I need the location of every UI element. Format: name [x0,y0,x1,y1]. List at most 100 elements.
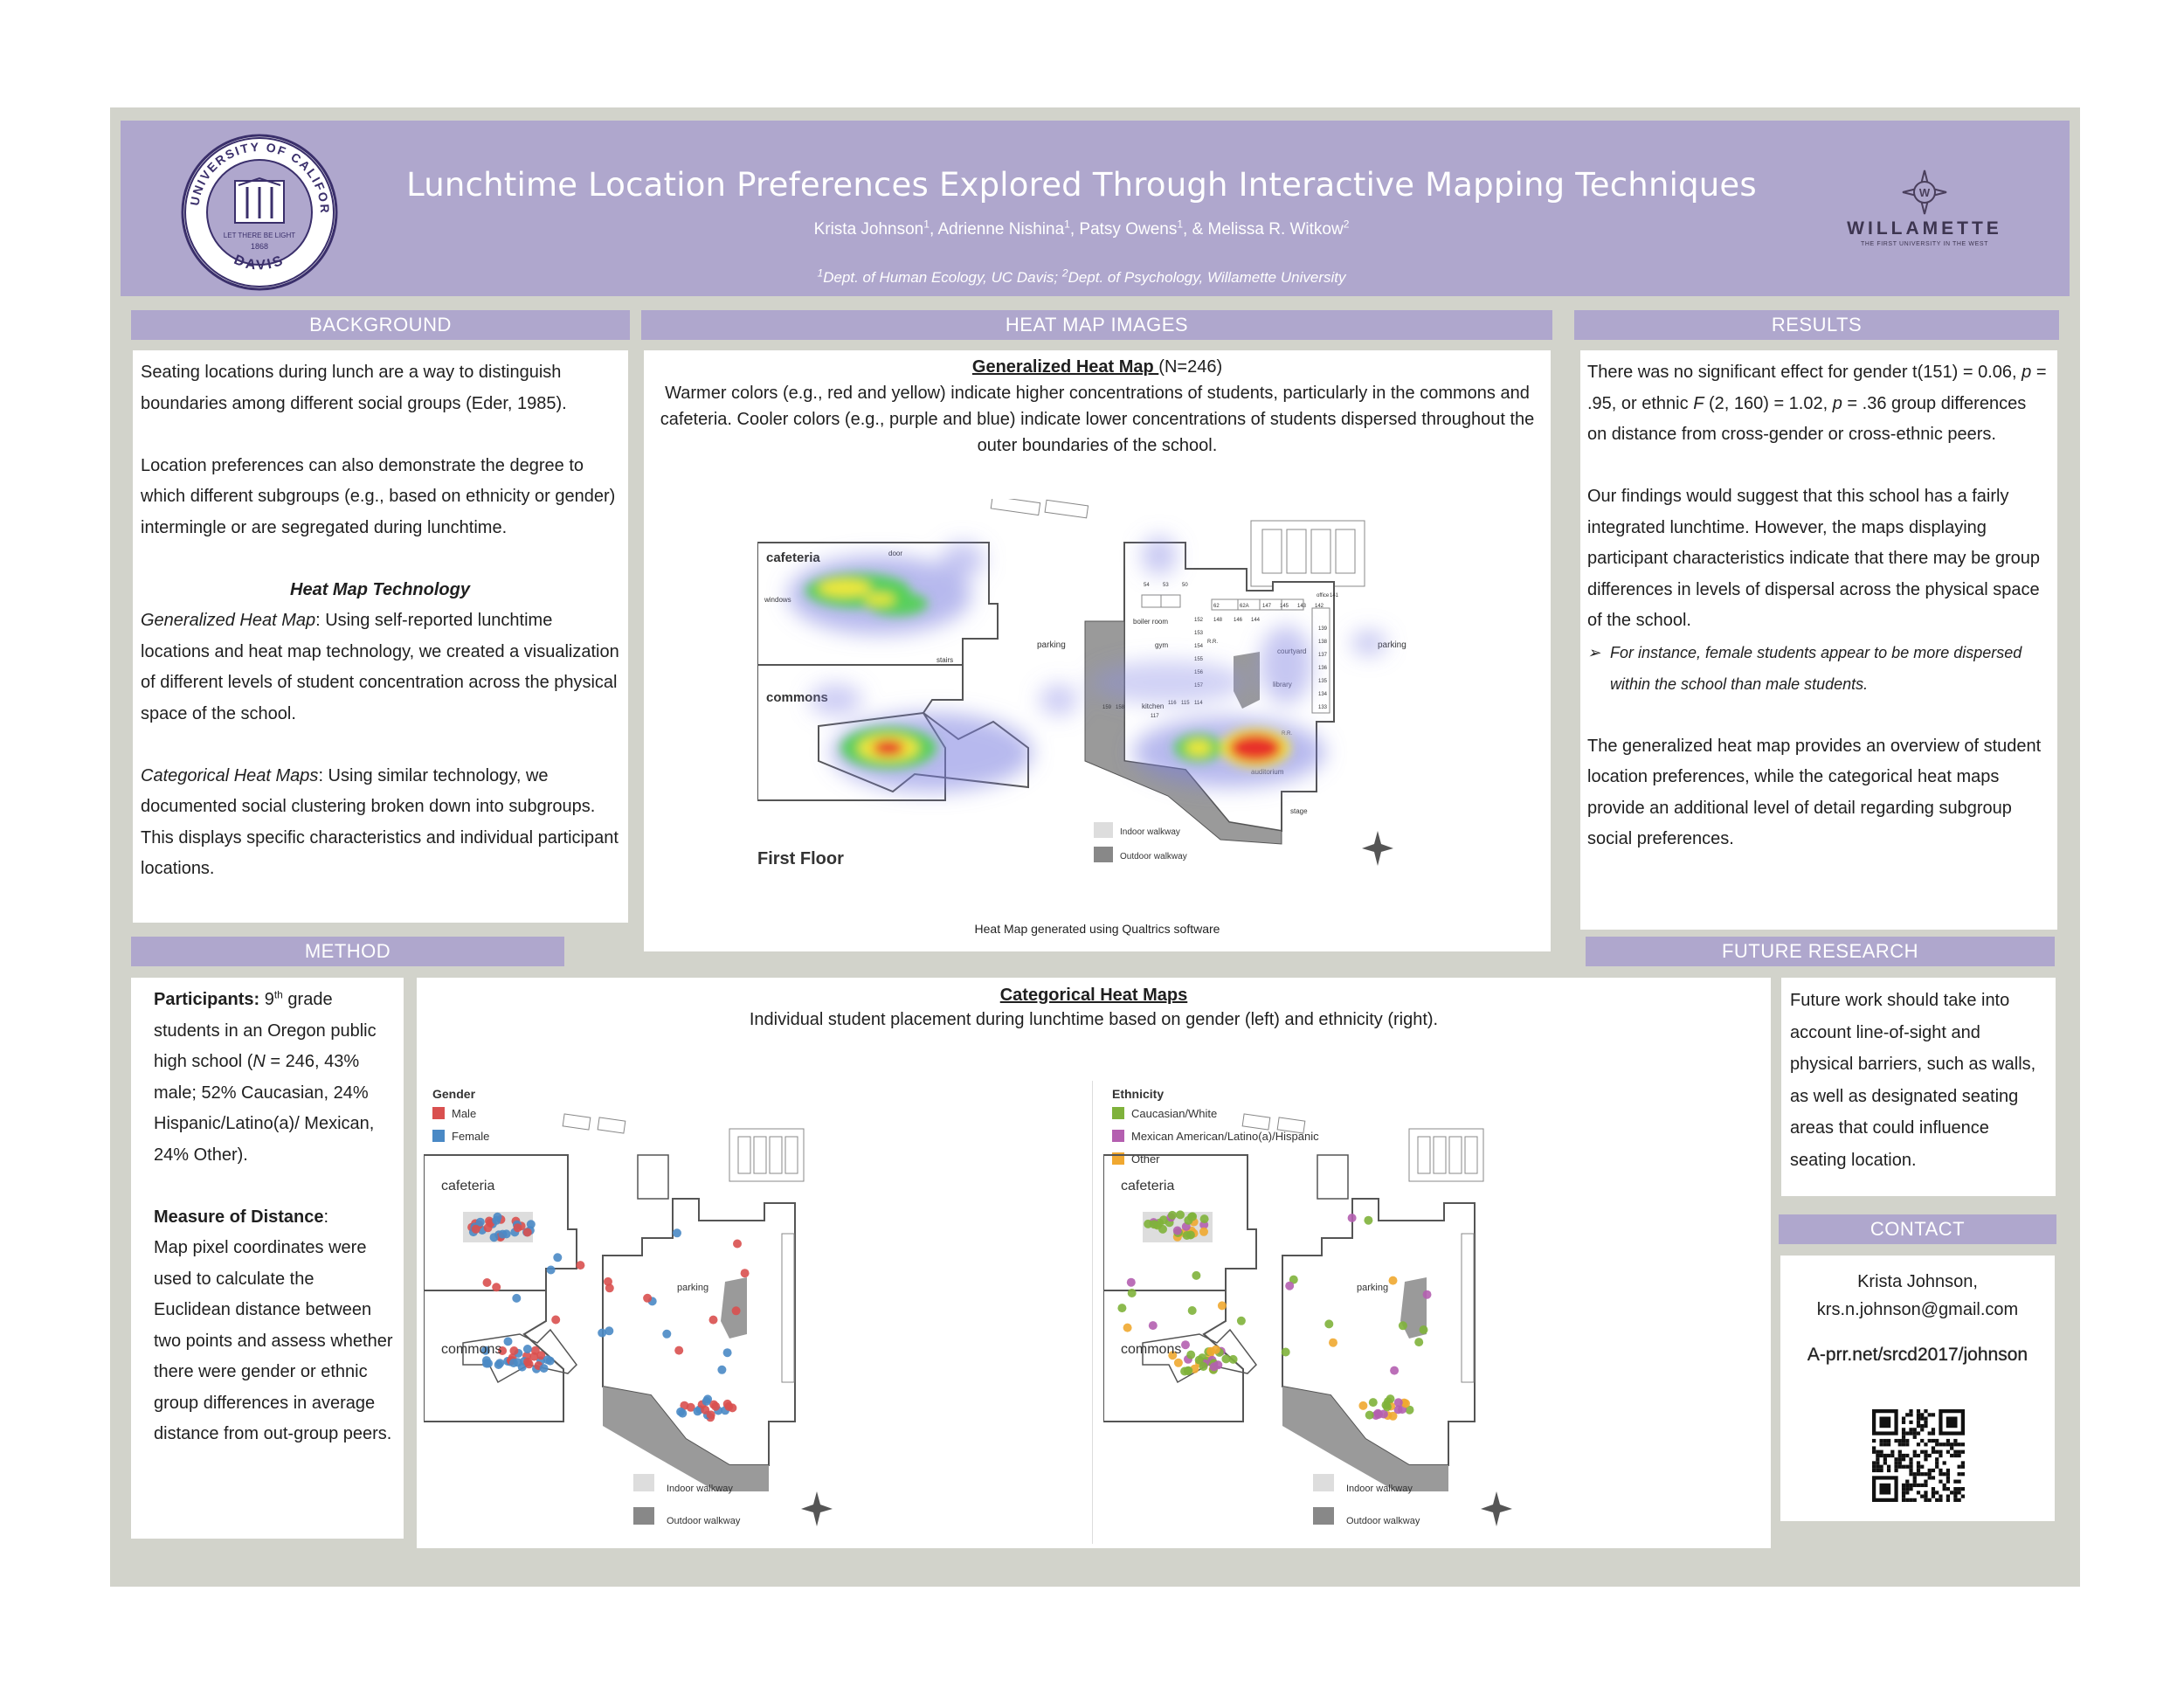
gender-commons-label: commons [441,1342,501,1357]
student-dot [731,1306,741,1316]
student-dot [1386,1394,1395,1404]
north-arrow-icon [1362,831,1393,866]
student-dot [503,1337,513,1346]
author-3: , Patsy Owens [1069,220,1178,239]
gender-cafeteria-label: cafeteria [441,1179,494,1193]
categorical-panel: Categorical Heat Maps Individual student… [417,978,1771,1548]
results-p2: Our findings would suggest that this sch… [1587,487,2041,630]
room-label: 134 [1318,692,1328,697]
student-dot [708,1315,718,1325]
student-dot [523,1357,533,1366]
student-dot [1184,1366,1193,1375]
student-dot [1422,1290,1432,1299]
qr-code-icon[interactable] [1872,1409,1965,1502]
student-dot [1329,1338,1337,1347]
student-dot [1184,1215,1193,1225]
author-4: , & Melissa R. Witkow [1183,220,1344,239]
method-header: METHOD [131,937,564,966]
participants-post: = 246, 43% male; 52% Caucasian, 24% Hisp… [154,1052,375,1165]
results-header: RESULTS [1574,310,2059,340]
student-dot [498,1229,508,1239]
room-label: 62 [1213,604,1220,609]
poster-authors: Krista Johnson1, Adrienne Nishina1, Pats… [383,218,1780,239]
room-label: 147 [1262,604,1272,609]
student-dot [1172,1226,1182,1235]
student-dot [598,1328,607,1338]
student-dot [722,1399,732,1408]
student-dot [526,1220,536,1229]
student-dot [1173,1358,1183,1367]
background-p2: Location preferences can also demonstrat… [141,455,616,537]
room-label: 136 [1318,666,1328,671]
poster-affiliation: 1Dept. of Human Ecology, UC Davis; 2Dept… [383,267,1780,287]
participants-n: N [252,1052,266,1071]
map-cafeteria-label: cafeteria [766,550,820,565]
ethnicity-map: Ethnicity Caucasian/White Mexican Americ… [1103,1087,1512,1526]
compass-icon: W [1902,169,1947,215]
contact-email[interactable]: krs.n.johnson@gmail.com [1816,1300,2019,1319]
student-dot [1228,1354,1238,1364]
student-dot [1382,1402,1392,1412]
room-label: 139 [1318,626,1328,632]
student-dot [722,1348,732,1358]
author-1-sup: 1 [923,218,930,231]
background-p4: Categorical Heat Maps: Using similar tec… [141,761,619,885]
map-windows-label: windows [764,596,791,604]
gender-floor-outline [424,1113,833,1526]
student-dot [1289,1275,1298,1284]
student-dot [702,1396,711,1406]
generalized-term: Generalized Heat Map [141,611,316,630]
ethnicity-cafeteria-label: cafeteria [1121,1179,1174,1193]
measure-text: Map pixel coordinates were used to calcu… [154,1238,393,1443]
student-dot [1390,1366,1400,1375]
student-dot [1388,1276,1398,1285]
categorical-subtitle: Individual student placement during lunc… [749,1010,1439,1029]
measure-colon: : [323,1207,329,1227]
student-dot [522,1228,532,1237]
student-dot [733,1239,742,1249]
heatmap-title-line: Generalized Heat Map (N=246) [644,354,1551,380]
background-header: BACKGROUND [131,310,630,340]
student-dot [509,1346,519,1355]
room-label: 148 [1213,618,1223,623]
background-p3-text: : Using self-reported lunchtime location… [141,611,619,723]
student-dot [1365,1410,1374,1420]
room-label: 154 [1194,644,1204,649]
student-dot [536,1351,546,1360]
room-label: 117 [1151,714,1159,719]
student-dot [1281,1347,1290,1357]
student-dot [1182,1231,1192,1240]
room-label: 143 [1297,604,1307,609]
results-p1-a: There was no significant effect for gend… [1587,363,2022,382]
student-dot [674,1346,684,1355]
student-dot [1199,1362,1208,1371]
student-dot [1217,1301,1227,1311]
ethnicity-legend-title: Ethnicity [1112,1087,1164,1101]
generalized-heat-map: cafeteria commons First Floor windows do… [757,499,1406,868]
room-label: 144 [1251,618,1261,623]
room-label: 155 [1194,657,1204,662]
room-label: 153 [1194,631,1204,636]
gender-legend-title: Gender [432,1087,476,1101]
author-4-sup: 2 [1343,218,1350,231]
heatmap-panel: Generalized Heat Map (N=246) Warmer colo… [644,350,1551,951]
participants-mid: grade students in an Oregon public high … [154,990,377,1071]
author-2: , Adrienne Nishina [929,220,1065,239]
student-dot [1117,1304,1127,1313]
categorical-divider [1092,1081,1093,1544]
contact-panel: Krista Johnson, krs.n.johnson@gmail.com … [1780,1256,2055,1521]
student-dot [1127,1289,1137,1297]
categorical-title: Categorical Heat Maps [999,986,1188,1005]
contact-url[interactable]: A-prr.net/srcd2017/johnson [1807,1345,2028,1365]
heatmap-caption: Heat Map generated using Qualtrics softw… [974,922,1220,936]
map-door-label: door [888,550,902,557]
willamette-name: WILLAMETTE [1847,218,2002,239]
results-p1-f: p [1832,393,1842,413]
student-dot [678,1408,688,1418]
student-dot [1405,1405,1414,1415]
student-dot [480,1346,490,1355]
student-dot [605,1326,614,1336]
ethnicity-commons-label: commons [1121,1342,1181,1357]
student-dot [1206,1346,1216,1356]
gender-legend-female: Female [452,1130,489,1143]
